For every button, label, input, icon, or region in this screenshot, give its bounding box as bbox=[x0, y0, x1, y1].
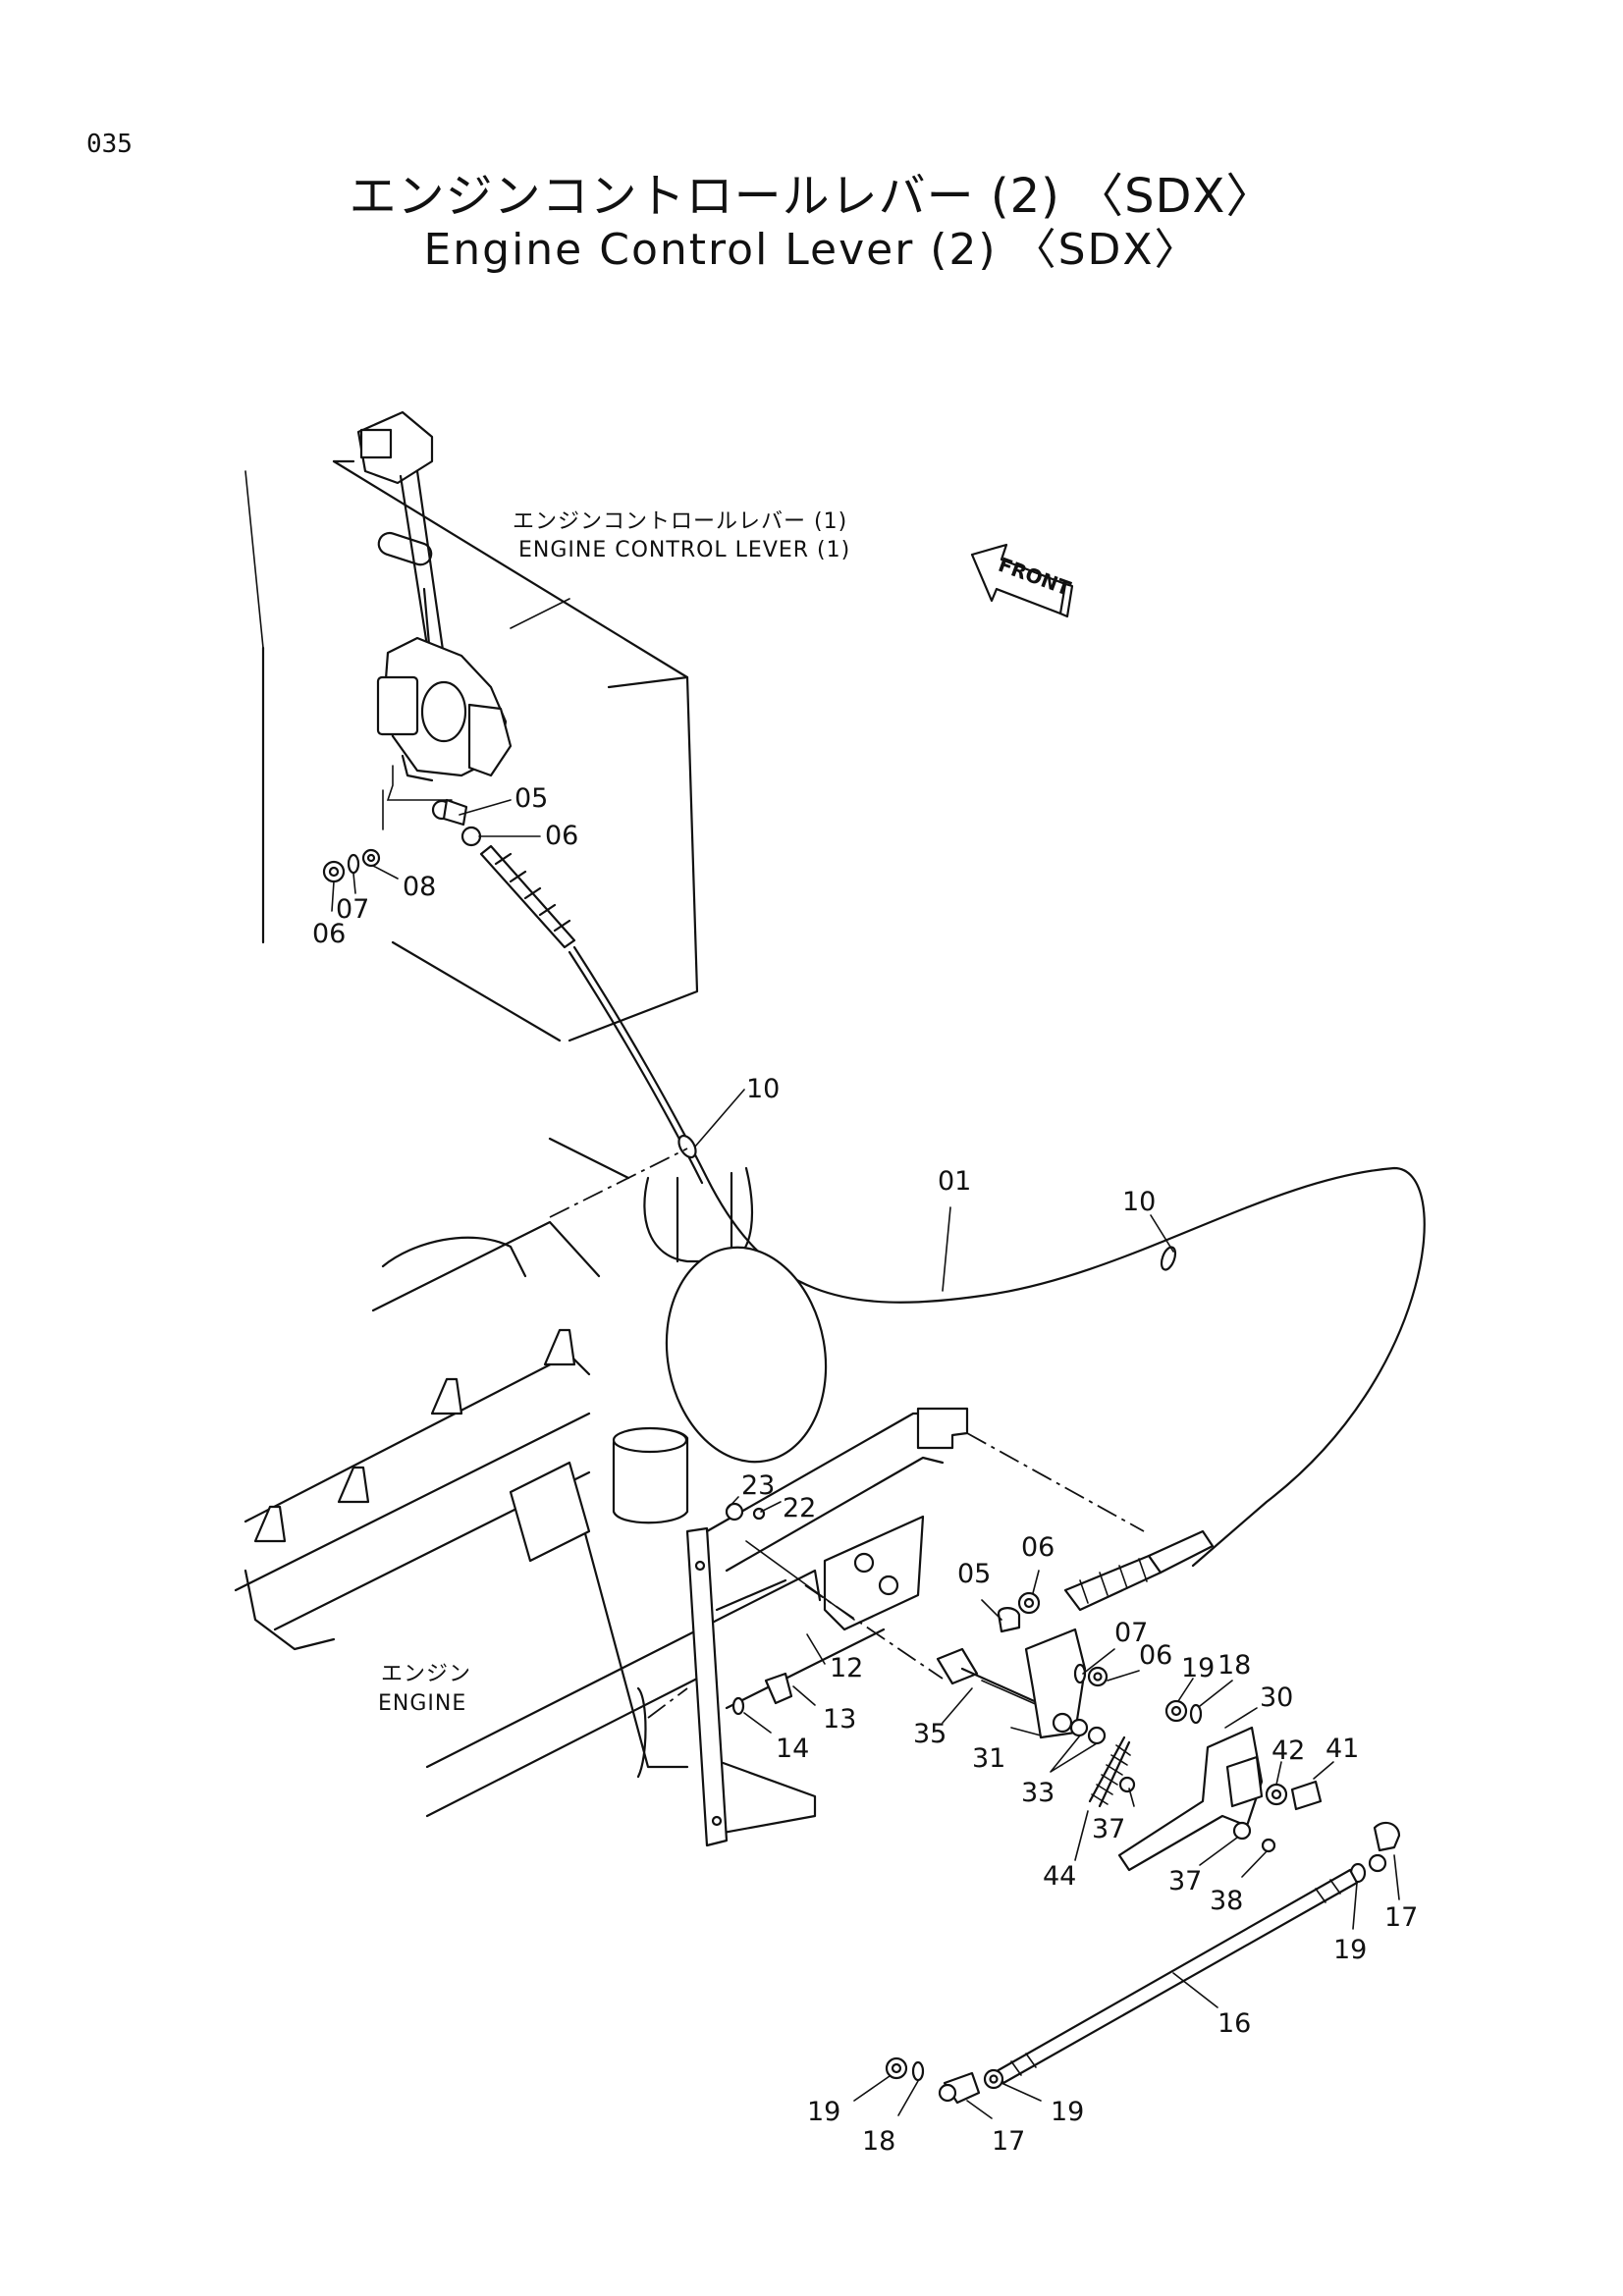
leader-lines bbox=[331, 799, 1400, 2119]
callout-19: 19 bbox=[1181, 1653, 1215, 1683]
callout-42: 42 bbox=[1271, 1735, 1305, 1766]
callout-05: 05 bbox=[514, 783, 548, 814]
callout-10: 10 bbox=[746, 1074, 780, 1104]
mounting-bracket bbox=[685, 1407, 1145, 1847]
control-cable bbox=[568, 945, 1426, 1612]
callout-41: 41 bbox=[1325, 1734, 1359, 1764]
callout-18: 18 bbox=[862, 2126, 895, 2157]
callout-38: 38 bbox=[1210, 1886, 1243, 1916]
spring-44 bbox=[1088, 1735, 1131, 1808]
lever-base-mechanism bbox=[376, 636, 513, 830]
injection-nozzles bbox=[253, 1328, 576, 1543]
callout-33: 33 bbox=[1021, 1778, 1055, 1808]
engine-block bbox=[234, 1137, 828, 1838]
title-english: Engine Control Lever (2) 〈SDX〉 bbox=[423, 225, 1200, 275]
callout-01: 01 bbox=[938, 1166, 971, 1197]
callout-06: 06 bbox=[1021, 1532, 1055, 1563]
callout-13: 13 bbox=[823, 1704, 856, 1735]
lever1-label-jp: エンジンコントロールレバー (1) bbox=[513, 509, 847, 534]
rod-lower-fittings bbox=[885, 2056, 1004, 2105]
callout-05: 05 bbox=[957, 1559, 991, 1589]
callout-37: 37 bbox=[1168, 1866, 1202, 1896]
front-arrow-icon: FRONT bbox=[970, 543, 1074, 618]
callout-06: 06 bbox=[312, 919, 346, 949]
callout-10: 10 bbox=[1122, 1187, 1156, 1217]
callout-16: 16 bbox=[1217, 2008, 1251, 2039]
callout-17: 17 bbox=[992, 2126, 1025, 2157]
callout-12: 12 bbox=[830, 1653, 863, 1683]
callout-06: 06 bbox=[1139, 1640, 1172, 1671]
page-number: 035 bbox=[86, 130, 133, 159]
callout-07: 07 bbox=[1114, 1618, 1148, 1648]
callout-35: 35 bbox=[913, 1719, 947, 1749]
callout-17: 17 bbox=[1384, 1902, 1418, 1933]
callout-14: 14 bbox=[776, 1734, 809, 1764]
callout-19: 19 bbox=[807, 2097, 840, 2127]
lever-plate-30 bbox=[1117, 1726, 1264, 1872]
lever1-label-en: ENGINE CONTROL LEVER (1) bbox=[518, 538, 850, 562]
lever-fasteners bbox=[322, 848, 381, 883]
engine-label-en: ENGINE bbox=[378, 1691, 466, 1716]
callout-31: 31 bbox=[972, 1743, 1005, 1774]
callout-44: 44 bbox=[1043, 1861, 1076, 1892]
callout-19: 19 bbox=[1333, 1935, 1367, 1965]
callout-22: 22 bbox=[783, 1493, 816, 1523]
callout-06: 06 bbox=[545, 821, 578, 851]
callout-30: 30 bbox=[1260, 1682, 1293, 1713]
callout-08: 08 bbox=[403, 872, 436, 902]
callout-23: 23 bbox=[741, 1470, 775, 1501]
callout-37: 37 bbox=[1092, 1814, 1125, 1844]
lever-plate-31 bbox=[1024, 1628, 1087, 1739]
engine-label-jp: エンジン bbox=[381, 1662, 471, 1686]
callout-07: 07 bbox=[336, 894, 369, 925]
callout-18: 18 bbox=[1217, 1650, 1251, 1681]
right-fasteners bbox=[725, 1502, 1401, 1884]
title-japanese: エンジンコントロールレバー (2) 〈SDX〉 bbox=[349, 169, 1274, 224]
engine-hidden-lines bbox=[549, 1148, 688, 1719]
callout-19: 19 bbox=[1051, 2097, 1084, 2127]
